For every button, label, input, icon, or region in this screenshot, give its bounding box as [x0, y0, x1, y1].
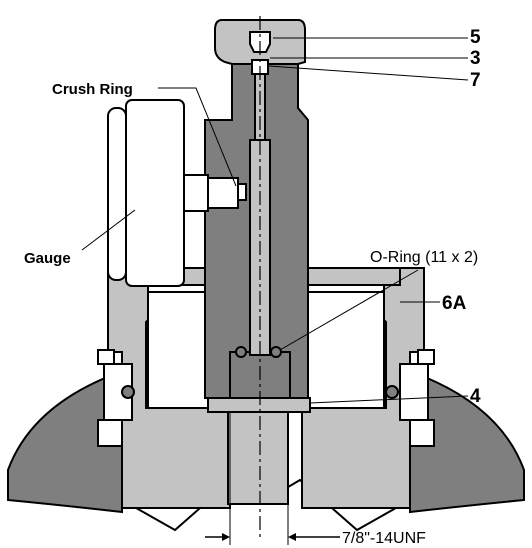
- leader-4: [309, 395, 469, 404]
- clamp-right-body: [399, 363, 429, 421]
- label-3: 3: [470, 48, 481, 69]
- label-6a: 6A: [442, 293, 467, 314]
- clamp-left-top: [97, 349, 115, 365]
- clamp-right-top: [417, 349, 435, 365]
- gauge-face-front: [107, 107, 127, 281]
- label-gauge: Gauge: [24, 250, 71, 267]
- clamp-right-low: [409, 419, 435, 447]
- side-o-ring-left: [121, 385, 135, 399]
- central-housing: [204, 63, 311, 505]
- gauge: [107, 99, 247, 287]
- thread-arrowhead-left: [222, 533, 230, 541]
- leader-7: [268, 65, 469, 81]
- label-5: 5: [470, 27, 481, 48]
- leader-o-ring: [279, 269, 419, 351]
- leader-gauge: [81, 209, 136, 251]
- o-ring-right: [270, 346, 282, 358]
- label-o-ring: O-Ring (11 x 2): [370, 249, 478, 266]
- gauge-stem: [183, 174, 209, 212]
- label-7: 7: [470, 70, 481, 91]
- gauge-body: [125, 99, 185, 287]
- side-o-ring-right: [385, 385, 399, 399]
- gauge-fitting-tip: [237, 183, 247, 201]
- label-thread: 7/8"-14UNF: [342, 530, 426, 547]
- label-4: 4: [470, 386, 481, 407]
- leader-crush-ring: [158, 87, 237, 187]
- gauge-fitting: [207, 177, 239, 209]
- bottom-stem: [227, 411, 289, 505]
- o-ring-left: [235, 346, 247, 358]
- label-crush-ring: Crush Ring: [52, 81, 133, 98]
- part-4-washer: [207, 397, 311, 413]
- clamp-left-low: [97, 419, 123, 447]
- thread-arrowhead-right: [288, 533, 296, 541]
